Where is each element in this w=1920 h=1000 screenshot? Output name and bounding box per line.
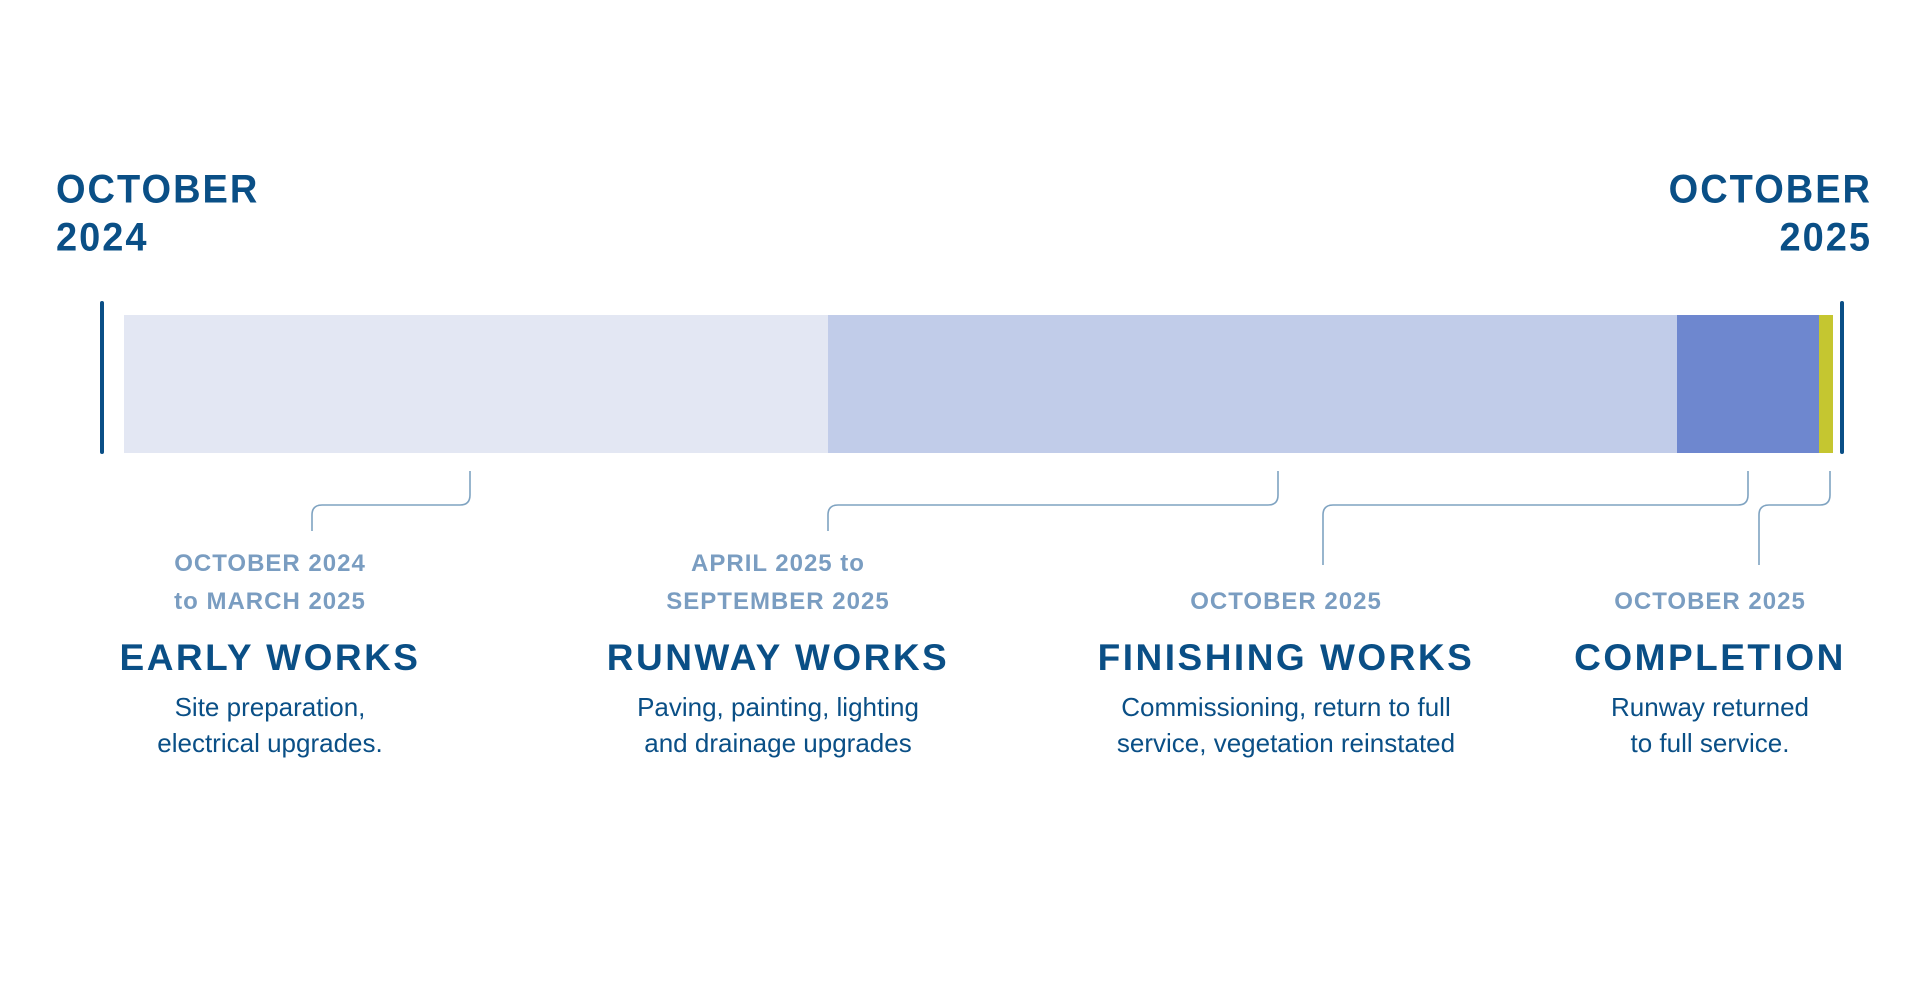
desc-line: Paving, painting, lighting bbox=[637, 692, 919, 722]
timeline-start-label: OCTOBER 2024 bbox=[56, 166, 259, 263]
desc-line: Runway returned bbox=[1611, 692, 1809, 722]
phase-date: APRIL 2025 to SEPTEMBER 2025 bbox=[538, 545, 1018, 621]
phase-title: COMPLETION bbox=[1574, 637, 1846, 678]
phase-early-works: OCTOBER 2024 to MARCH 2025 EARLY WORKS Si… bbox=[30, 545, 510, 761]
phase-description: Runway returned to full service. bbox=[1530, 689, 1890, 761]
date-line: to MARCH 2025 bbox=[174, 588, 366, 615]
connector-runway-works bbox=[827, 471, 1279, 531]
end-tick bbox=[1840, 301, 1844, 454]
segment-completion bbox=[1819, 315, 1833, 453]
desc-line: and drainage upgrades bbox=[644, 728, 912, 758]
phase-date: OCTOBER 2024 to MARCH 2025 bbox=[30, 545, 510, 621]
phase-description: Site preparation, electrical upgrades. bbox=[30, 689, 510, 761]
segment-finishing-works bbox=[1677, 315, 1820, 453]
start-year: 2024 bbox=[56, 216, 149, 261]
segment-runway-works bbox=[828, 315, 1678, 453]
phase-date: OCTOBER 2025 bbox=[1046, 545, 1526, 621]
phase-title: FINISHING WORKS bbox=[1097, 637, 1475, 678]
start-month: OCTOBER bbox=[56, 167, 260, 212]
date-line: OCTOBER 2024 bbox=[174, 550, 366, 577]
connector-finishing-works bbox=[1322, 471, 1749, 565]
date-line: OCTOBER 2025 bbox=[1614, 588, 1806, 615]
phase-completion: OCTOBER 2025 COMPLETION Runway returned t… bbox=[1530, 545, 1890, 761]
timeline-bar bbox=[124, 315, 1833, 453]
segment-early-works bbox=[124, 315, 829, 453]
date-line: OCTOBER 2025 bbox=[1190, 588, 1382, 615]
date-line: APRIL 2025 to bbox=[691, 550, 865, 577]
phase-runway-works: APRIL 2025 to SEPTEMBER 2025 RUNWAY WORKS… bbox=[538, 545, 1018, 761]
desc-line: Commissioning, return to full bbox=[1121, 692, 1451, 722]
timeline-end-label: OCTOBER 2025 bbox=[1669, 166, 1872, 263]
desc-line: to full service. bbox=[1630, 728, 1790, 758]
phase-title: EARLY WORKS bbox=[119, 637, 421, 678]
date-line: SEPTEMBER 2025 bbox=[666, 588, 890, 615]
phase-description: Paving, painting, lighting and drainage u… bbox=[538, 689, 1018, 761]
desc-line: service, vegetation reinstated bbox=[1116, 728, 1456, 758]
connector-early-works bbox=[311, 471, 471, 531]
start-tick bbox=[100, 301, 104, 454]
connector-completion bbox=[1758, 471, 1831, 565]
phase-description: Commissioning, return to full service, ve… bbox=[1046, 689, 1526, 761]
phase-title: RUNWAY WORKS bbox=[606, 637, 950, 678]
phase-finishing-works: OCTOBER 2025 FINISHING WORKS Commissioni… bbox=[1046, 545, 1526, 761]
phase-date: OCTOBER 2025 bbox=[1530, 545, 1890, 621]
end-year: 2025 bbox=[1779, 216, 1872, 261]
desc-line: electrical upgrades. bbox=[157, 728, 383, 758]
desc-line: Site preparation, bbox=[174, 692, 366, 722]
end-month: OCTOBER bbox=[1668, 167, 1872, 212]
